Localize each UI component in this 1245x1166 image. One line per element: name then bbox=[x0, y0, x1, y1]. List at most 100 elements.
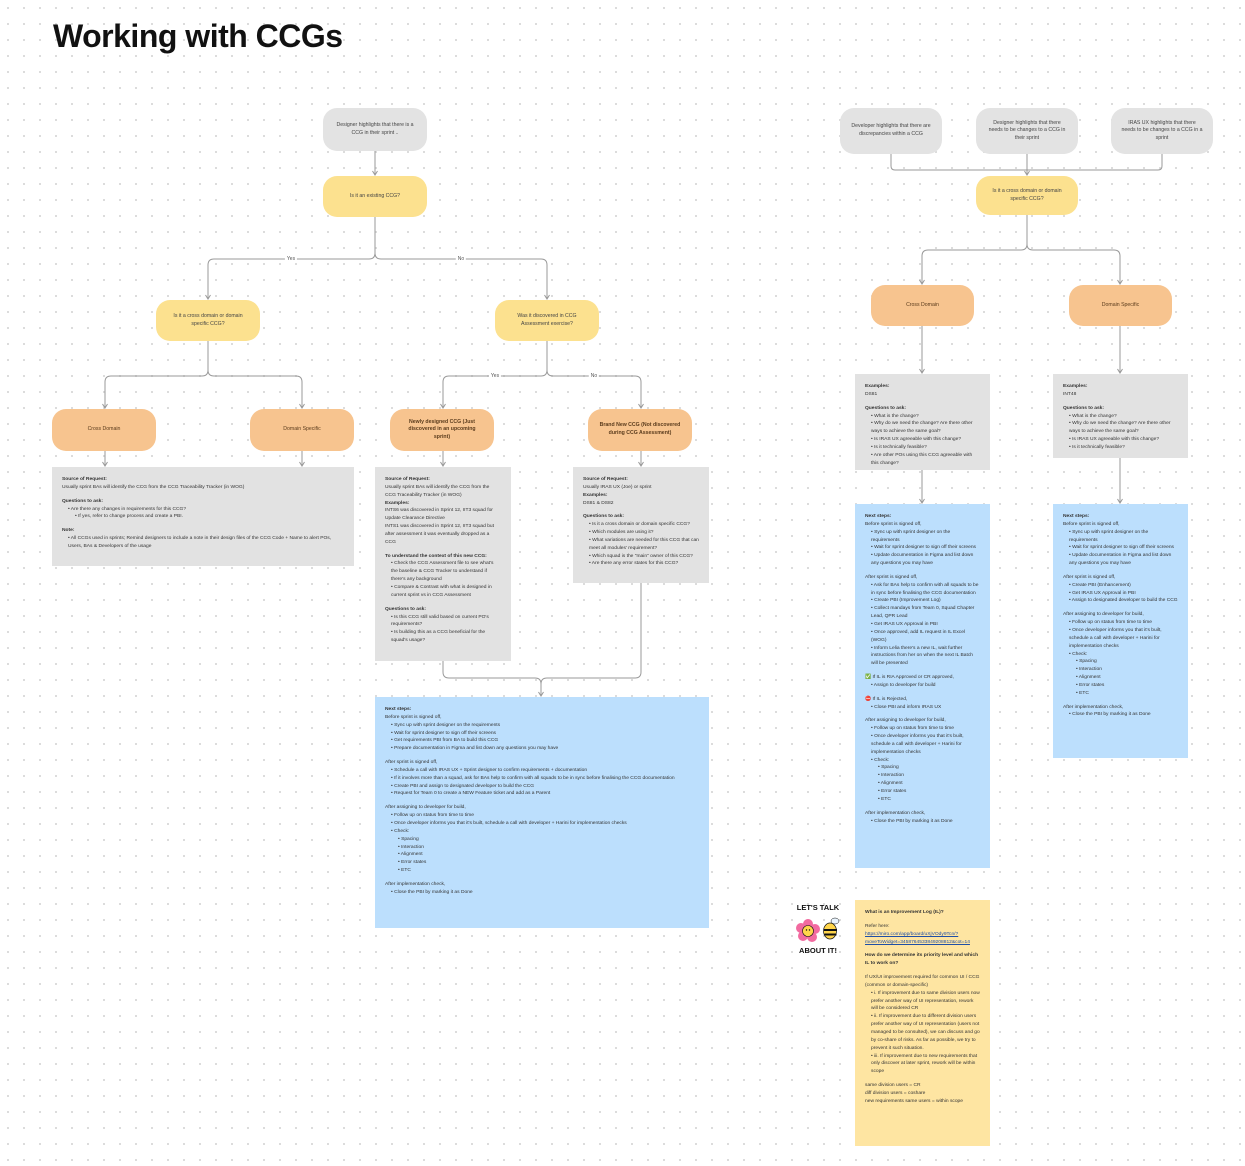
card-link[interactable]: https://miro.com/app/board/uXjVOdy9Tcn/?… bbox=[865, 931, 970, 945]
card-line: • If it involves more than a squad, ask … bbox=[391, 775, 675, 781]
card-line: INTS1 was discovered in Sprint 12, IIT3 … bbox=[385, 524, 495, 545]
card-line: • Once developer informs you that it's b… bbox=[1069, 627, 1162, 649]
connector-line bbox=[442, 661, 542, 696]
card-heading: Examples: bbox=[865, 384, 890, 389]
card-line: ⛔ If IL is Rejected, bbox=[865, 696, 908, 702]
card-line: • Alignment bbox=[398, 852, 423, 858]
arrowhead bbox=[638, 461, 644, 467]
card-heading: How do we determine its priority level a… bbox=[865, 953, 979, 967]
card-line: • Error states bbox=[398, 860, 427, 866]
card-heading: Note: bbox=[62, 528, 75, 534]
card-line: • Request for Team 0 to create a NEW Fea… bbox=[391, 791, 551, 797]
node-left-domain-specific[interactable]: Domain Specific bbox=[250, 409, 354, 451]
arrowhead bbox=[638, 403, 644, 409]
card-heading: Source of Request: bbox=[385, 477, 430, 482]
card-line: • Interaction bbox=[1076, 667, 1102, 673]
card-line: • Spacing bbox=[1076, 659, 1097, 665]
node-left-cross-or-domain[interactable]: Is it a cross domain or domain specific … bbox=[156, 300, 260, 341]
edge-label-no-2: No bbox=[588, 373, 600, 379]
arrowhead bbox=[919, 368, 925, 374]
arrowhead bbox=[372, 170, 378, 176]
node-designer-highlights[interactable]: Designer highlights that there is a CCG … bbox=[323, 108, 427, 151]
card-line: • Alignment bbox=[1076, 675, 1101, 681]
card-line: • Update documentation in Figma and list… bbox=[1069, 553, 1172, 567]
edge-label-yes: Yes bbox=[284, 256, 298, 262]
connector-line bbox=[442, 369, 548, 408]
card-heading: Questions to ask: bbox=[865, 405, 907, 411]
card-line: new requirements same users = within sco… bbox=[865, 1098, 963, 1104]
card-heading: Questions to ask: bbox=[583, 514, 625, 520]
connector-line bbox=[1026, 243, 1121, 284]
card-line: • Once developer informs you that it's b… bbox=[391, 820, 627, 826]
node-brand-new-ccg[interactable]: Brand New CCG (Not discovered during CCG… bbox=[588, 409, 692, 451]
left-next-steps-card: Next steps:Before sprint is signed off,•… bbox=[375, 697, 709, 928]
improvement-log-sticky-note: What is an Improvement Log (IL)?Refer he… bbox=[855, 900, 990, 1146]
node-newly-designed-ccg[interactable]: Newly designed CCG (Just discovered in a… bbox=[390, 409, 494, 451]
card-line: After assigning to developer for build, bbox=[385, 805, 466, 811]
card-line: • All CCGs used in sprints; Remind desig… bbox=[68, 536, 332, 549]
card-lines: What is an Improvement Log (IL)?Refer he… bbox=[865, 909, 980, 1106]
card-line: DS81 & DS82 bbox=[583, 500, 614, 506]
card-line: • Why do we need the change? Are there o… bbox=[1069, 421, 1171, 435]
edge-label-yes-2: Yes bbox=[488, 373, 502, 379]
arrowhead bbox=[538, 691, 544, 697]
card-line: Usually sprint BAs will identify the CCG… bbox=[62, 484, 245, 490]
card-line: • ii. If improvement due to different di… bbox=[871, 1014, 980, 1051]
card-heading: To understand the context of this new CC… bbox=[385, 553, 487, 559]
card-line: • Sync up with sprint designer on the re… bbox=[1069, 529, 1149, 543]
card-line: • Check: bbox=[871, 757, 890, 763]
card-line: • Is it technically feasible? bbox=[871, 444, 927, 450]
card-heading: Examples: bbox=[583, 492, 608, 498]
card-line: • Spacing bbox=[398, 836, 419, 842]
card-line: INT48 bbox=[1063, 391, 1077, 397]
node-discovered-in-assessment[interactable]: Was it discovered in CCG Assessment exer… bbox=[495, 300, 599, 341]
node-designer-needs-changes[interactable]: Designer highlights that there needs to … bbox=[976, 108, 1078, 154]
connector-line bbox=[1157, 154, 1163, 171]
card-line: • What is the change? bbox=[1069, 413, 1117, 419]
card-heading: Source of Request: bbox=[583, 477, 628, 482]
connector-line bbox=[104, 369, 209, 408]
node-right-cross-domain[interactable]: Cross Domain bbox=[871, 285, 974, 326]
card-line: After implementation check, bbox=[865, 810, 926, 816]
card-line: • iii. If improvement due to new require… bbox=[871, 1053, 978, 1075]
node-left-cross-domain[interactable]: Cross Domain bbox=[52, 409, 156, 451]
arrowhead bbox=[299, 403, 305, 409]
card-line: • Is IRAS UX agreeable with this change? bbox=[1069, 437, 1160, 443]
card-line: • Sync up with sprint designer on the re… bbox=[391, 722, 501, 728]
card-line: • What is the change? bbox=[871, 413, 919, 419]
right-domain-next-steps-card: Next steps:Before sprint is signed off,•… bbox=[1053, 504, 1188, 758]
existing-ccg-card: Source of Request:Usually sprint BAs wil… bbox=[52, 467, 354, 566]
node-right-cross-or-domain[interactable]: Is it a cross domain or domain specific … bbox=[976, 176, 1078, 215]
card-line: • Assign to developer for build bbox=[871, 682, 936, 688]
card-line: After assigning to developer for build, bbox=[865, 718, 946, 724]
card-lines: Next steps:Before sprint is signed off,•… bbox=[385, 706, 699, 897]
card-line: • Why do we need the change? Are there o… bbox=[871, 421, 973, 435]
card-line: • Create PBI and assign to designated de… bbox=[391, 783, 535, 789]
card-line: • If yes, refer to change process and cr… bbox=[75, 514, 184, 520]
card-heading: Next steps: bbox=[1063, 514, 1090, 519]
node-right-domain-specific[interactable]: Domain Specific bbox=[1069, 285, 1172, 326]
arrowhead bbox=[1117, 498, 1123, 504]
card-lines: Source of Request:Usually IRAS UX (Joe) … bbox=[583, 476, 699, 568]
card-lines: Next steps:Before sprint is signed off,•… bbox=[1063, 513, 1178, 719]
card-line: Usually sprint BAs will identify the CCG… bbox=[385, 484, 490, 498]
card-heading: What is an Improvement Log (IL)? bbox=[865, 910, 944, 915]
node-developer-highlights[interactable]: Developer highlights that there are disc… bbox=[840, 108, 942, 154]
card-line: • Alignment bbox=[878, 781, 903, 787]
card-line: • Sync up with sprint designer on the re… bbox=[871, 529, 951, 543]
arrowhead bbox=[205, 294, 211, 300]
card-line: • Get requirements PBI from BA to build … bbox=[391, 738, 499, 744]
card-line: After implementation check, bbox=[385, 881, 446, 887]
card-line: • Ask for BAs help to confirm with all s… bbox=[871, 582, 979, 596]
card-line: • Wait for sprint designer to sign off t… bbox=[871, 545, 977, 551]
node-is-existing-ccg[interactable]: Is it an existing CCG? bbox=[323, 176, 427, 217]
arrowhead bbox=[1024, 170, 1030, 176]
page-title: Working with CCGs bbox=[53, 18, 343, 54]
card-line: • Wait for sprint designer to sign off t… bbox=[391, 730, 497, 736]
arrowhead bbox=[299, 461, 305, 467]
card-line: After sprint is signed off, bbox=[385, 760, 438, 766]
card-heading: Next steps: bbox=[385, 707, 412, 712]
node-iras-ux-highlights[interactable]: IRAS UX highlights that there needs to b… bbox=[1111, 108, 1213, 154]
sticker-text-bottom: ABOUT IT! bbox=[799, 946, 837, 955]
